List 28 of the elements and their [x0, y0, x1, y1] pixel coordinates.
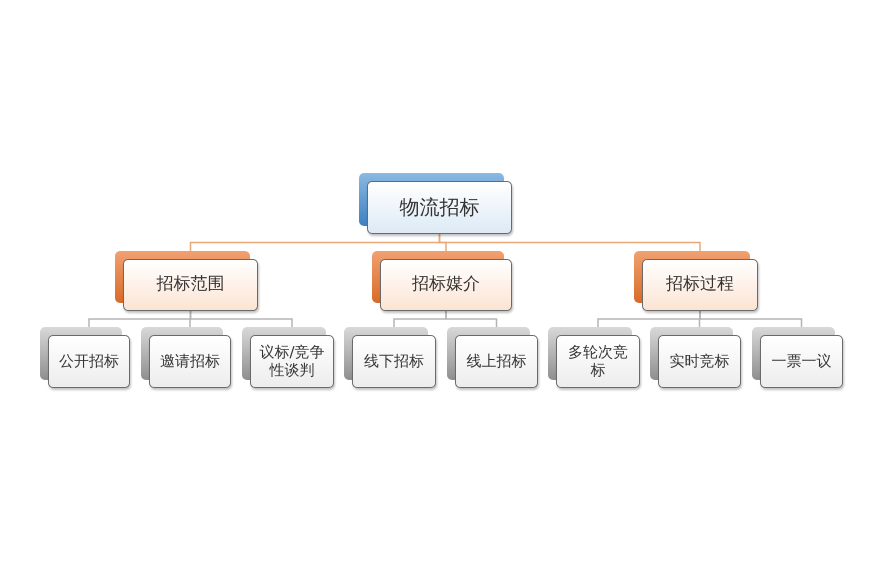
- stacked-card: [752, 327, 843, 388]
- node-label: 招标过程: [642, 259, 758, 311]
- node-label: 物流招标: [367, 181, 512, 234]
- node-label: 招标媒介: [380, 259, 512, 311]
- stacked-card: [242, 327, 334, 388]
- node-label: 线上招标: [455, 335, 538, 388]
- connector-line: [445, 311, 498, 327]
- stacked-card: [372, 251, 512, 311]
- stacked-card: [359, 173, 512, 234]
- stacked-card: [141, 327, 231, 388]
- node-label: 招标范围: [123, 259, 258, 311]
- stacked-card: [634, 251, 758, 311]
- node-label: 邀请招标: [149, 335, 231, 388]
- stacked-card: [650, 327, 741, 388]
- stacked-card: [548, 327, 640, 388]
- stacked-card: [40, 327, 130, 388]
- connector-line: [699, 311, 802, 327]
- node-label: 一票一议: [760, 335, 843, 388]
- stacked-card: [447, 327, 538, 388]
- connector-line: [438, 234, 701, 251]
- node-label: 多轮次竞标: [556, 335, 640, 388]
- stacked-card: [344, 327, 436, 388]
- connector-line: [190, 311, 293, 327]
- node-label: 线下招标: [352, 335, 436, 388]
- node-label: 公开招标: [48, 335, 130, 388]
- stacked-card: [115, 251, 258, 311]
- node-label: 议标/竞争性谈判: [250, 335, 334, 388]
- node-label: 实时竞标: [658, 335, 741, 388]
